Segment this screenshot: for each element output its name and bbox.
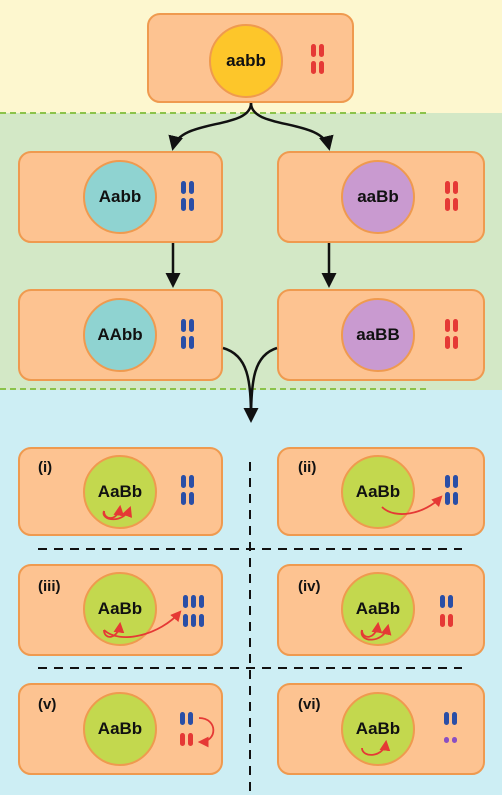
- chromosome: [448, 595, 453, 608]
- outcome-label: (iii): [38, 578, 61, 595]
- transfer-arrow: [103, 621, 125, 638]
- chromosome: [319, 61, 324, 74]
- nucleus-gen1-right: aaBb: [341, 160, 415, 234]
- outcome-label: (ii): [298, 459, 317, 476]
- split-arrow-left: [168, 102, 253, 151]
- outcome-label: (v): [38, 696, 57, 713]
- chromosome: [319, 44, 324, 57]
- merge-arrow-left: [222, 346, 259, 423]
- outcome-label: (vi): [298, 696, 321, 713]
- chromosome: [189, 198, 194, 211]
- transfer-arrow: [381, 495, 443, 515]
- chromosome: [453, 492, 458, 505]
- chromosome: [440, 614, 445, 627]
- chromosome: [188, 733, 193, 746]
- nucleus-gen2-right: aaBB: [341, 298, 415, 372]
- chromosome: [445, 336, 450, 349]
- chromosome: [444, 712, 449, 725]
- chromosome: [189, 475, 194, 488]
- nucleus-outcome-ii: AaBb: [341, 455, 415, 529]
- nucleus-outcome-i: AaBb: [83, 455, 157, 529]
- chromosome: [445, 319, 450, 332]
- chromosome: [188, 712, 193, 725]
- transfer-arrow: [102, 505, 133, 521]
- chromosome: [181, 181, 186, 194]
- chromosome: [181, 336, 186, 349]
- transfer-arrow: [103, 504, 125, 519]
- chromosome: [180, 712, 185, 725]
- transfer-arrow: [361, 621, 383, 638]
- chromosome: [181, 198, 186, 211]
- chromosome: [189, 336, 194, 349]
- chromosome: [445, 198, 450, 211]
- chromosome: [199, 614, 204, 627]
- chromosome: [448, 614, 453, 627]
- chromosome: [445, 181, 450, 194]
- split-arrow-right: [249, 102, 334, 151]
- chromosome: [181, 475, 186, 488]
- chromosome: [440, 595, 445, 608]
- chromosome: [453, 181, 458, 194]
- chromosome: [311, 44, 316, 57]
- transfer-arrow: [197, 717, 215, 748]
- chromosome: [311, 61, 316, 74]
- nucleus-outcome-iv: AaBb: [341, 572, 415, 646]
- transfer-arrow: [361, 739, 391, 756]
- nucleus-gen1-left: Aabb: [83, 160, 157, 234]
- chromosome-fragment: [444, 737, 449, 743]
- outcome-label: (i): [38, 459, 53, 476]
- chromosome: [445, 492, 450, 505]
- chromosome: [453, 475, 458, 488]
- nucleus-outcome-v: AaBb: [83, 692, 157, 766]
- chromosome: [189, 319, 194, 332]
- chromosome: [453, 319, 458, 332]
- chromosome: [199, 595, 204, 608]
- chromosome: [191, 614, 196, 627]
- chromosome: [181, 319, 186, 332]
- chromosome: [180, 733, 185, 746]
- chromosome: [189, 492, 194, 505]
- chromosome: [453, 336, 458, 349]
- chromosome: [181, 492, 186, 505]
- transfer-arrow: [360, 623, 392, 641]
- chromosome: [183, 614, 188, 627]
- nucleus-gen2-left: AAbb: [83, 298, 157, 372]
- transfer-arrow: [103, 610, 182, 638]
- chromosome: [183, 595, 188, 608]
- chromosome: [189, 181, 194, 194]
- chromosome: [191, 595, 196, 608]
- nucleus-parent: aabb: [209, 24, 283, 98]
- chromosome: [445, 475, 450, 488]
- chromosome: [452, 712, 457, 725]
- chromosome-fragment: [452, 737, 457, 743]
- outcome-label: (iv): [298, 578, 321, 595]
- chromosome: [453, 198, 458, 211]
- merge-arrow-right: [249, 346, 278, 421]
